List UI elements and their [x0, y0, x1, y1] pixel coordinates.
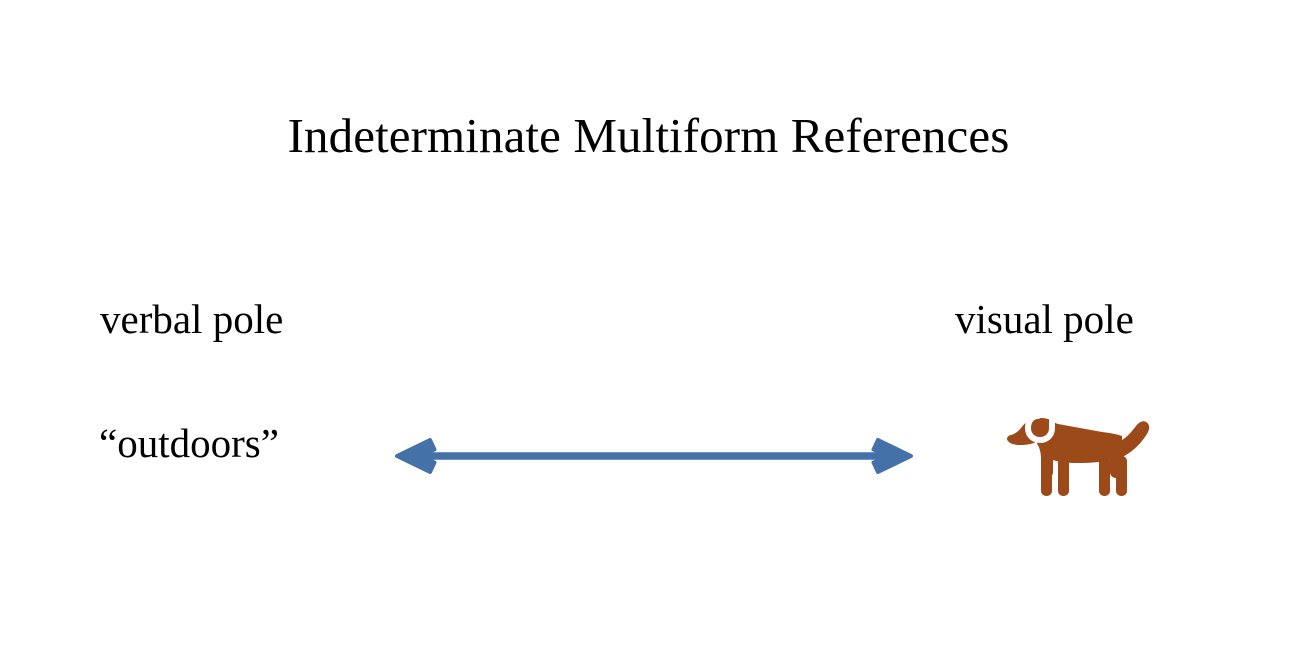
page-title: Indeterminate Multiform References — [287, 108, 1010, 163]
relation-arrow — [390, 428, 918, 484]
double-headed-arrow-icon — [395, 438, 913, 474]
visual-pole-label: visual pole — [955, 296, 1134, 342]
dog-icon — [1007, 411, 1150, 496]
verbal-pole-label: verbal pole — [100, 296, 284, 342]
visual-referent — [1006, 400, 1152, 500]
verbal-term-text: “outdoors” — [99, 420, 279, 466]
